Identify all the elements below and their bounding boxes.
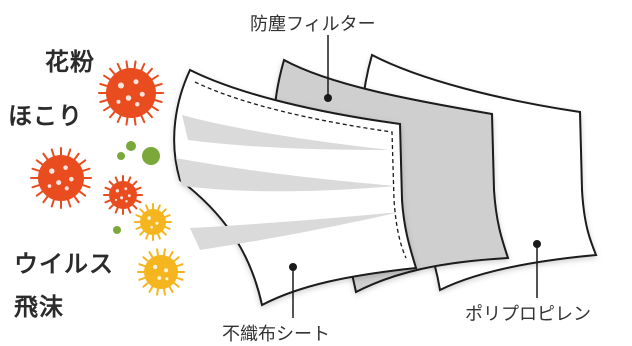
dust-particle-3 [117,152,125,160]
pollen-particle-3 [103,175,143,215]
droplets-label: 飛沫 [14,293,64,321]
stitch-line [194,81,407,259]
virus-particle-2 [137,248,185,296]
filter-label: 防塵フィルター [250,14,376,35]
filter-pointer-dot [324,94,332,102]
pollen-label: 花粉 [45,48,95,76]
nonwoven-label: 不織布シート [222,324,330,345]
particles-group [30,60,185,296]
dust-particle-4 [113,226,121,234]
virus-label: ウイルス [14,250,114,278]
virus-particle-1 [134,203,172,241]
nonwoven-pointer-dot [289,263,297,271]
dust-particle-2 [126,141,136,151]
dust-particle-1 [142,147,160,165]
pleat-2 [176,158,396,192]
pleat-1 [182,115,390,150]
polypropylene-pointer-dot [533,240,541,248]
polypropylene-label: ポリプロピレン [465,304,591,325]
pleat-3 [190,212,400,250]
pollen-particle-2 [30,147,92,209]
dust-label: ほこり [8,102,83,130]
pollen-particle-1 [98,60,164,126]
